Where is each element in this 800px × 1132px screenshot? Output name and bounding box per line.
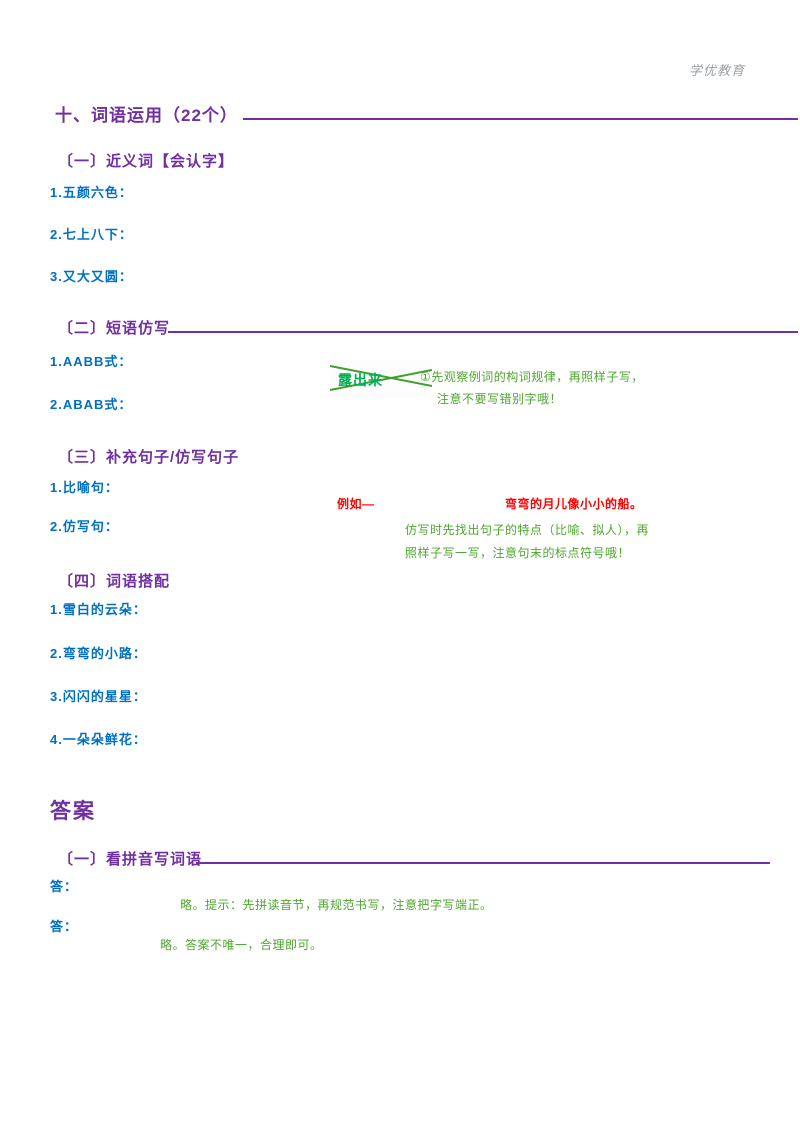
section-2-item-1: 1.AABB式： xyxy=(50,354,133,369)
section-4-item: 2.弯弯的小路： xyxy=(50,646,147,661)
section-1-item: 2.七上八下： xyxy=(50,227,133,242)
watermark-logo: 学优教育 xyxy=(688,63,745,78)
section-4-item: 1.雪白的云朵： xyxy=(50,602,147,617)
section-3-heading: 〔三〕补充句子/仿写句子 xyxy=(58,449,240,466)
section-4-heading: 〔四〕词语搭配 xyxy=(58,573,171,590)
section-3-note-line-1: 仿写时先找出句子的特点（比喻、拟人），再 xyxy=(405,523,650,537)
section-2-heading: 〔二〕短语仿写 xyxy=(58,320,171,337)
section-2-note-line-1: ①先观察例词的构词规律，再照样子写， xyxy=(420,370,644,384)
section-3-red-text: 弯弯的月儿像小小的船。 xyxy=(505,497,643,511)
section-2-note-line-2: 注意不要写错别字哦！ xyxy=(437,392,563,406)
answer-2-text: 略。答案不唯一，合理即可。 xyxy=(160,938,323,952)
section-3-note-line-2: 照样子写一写，注意句末的标点符号哦！ xyxy=(405,546,631,560)
callout-lines-icon xyxy=(330,365,432,391)
answer-2-label: 答： xyxy=(50,919,79,934)
answers-section-underline xyxy=(196,862,770,864)
page-title: 十、词语运用（22个） xyxy=(55,106,238,125)
highlight-callout: 露出来 xyxy=(330,360,432,398)
section-2-underline xyxy=(168,331,798,333)
section-1-item: 1.五颜六色： xyxy=(50,185,133,200)
section-4-item: 4.一朵朵鲜花： xyxy=(50,732,147,747)
section-4-item: 3.闪闪的星星： xyxy=(50,689,147,704)
answers-title: 答案 xyxy=(50,800,96,823)
answers-section-heading: 〔一〕看拼音写词语 xyxy=(58,851,203,868)
callout-text: 露出来 xyxy=(338,372,383,388)
section-2-item-2: 2.ABAB式： xyxy=(50,397,133,412)
section-1-heading: 〔一〕近义词【会认字】 xyxy=(58,153,235,170)
section-3-red-label: 例如— xyxy=(337,497,375,511)
answer-1-text: 略。提示：先拼读音节，再规范书写，注意把字写端正。 xyxy=(180,898,493,912)
title-underline xyxy=(243,118,798,120)
section-3-item-2: 2.仿写句： xyxy=(50,519,119,534)
answer-1-label: 答： xyxy=(50,879,79,894)
section-3-item-1: 1.比喻句： xyxy=(50,480,119,495)
section-1-item: 3.又大又圆： xyxy=(50,269,133,284)
